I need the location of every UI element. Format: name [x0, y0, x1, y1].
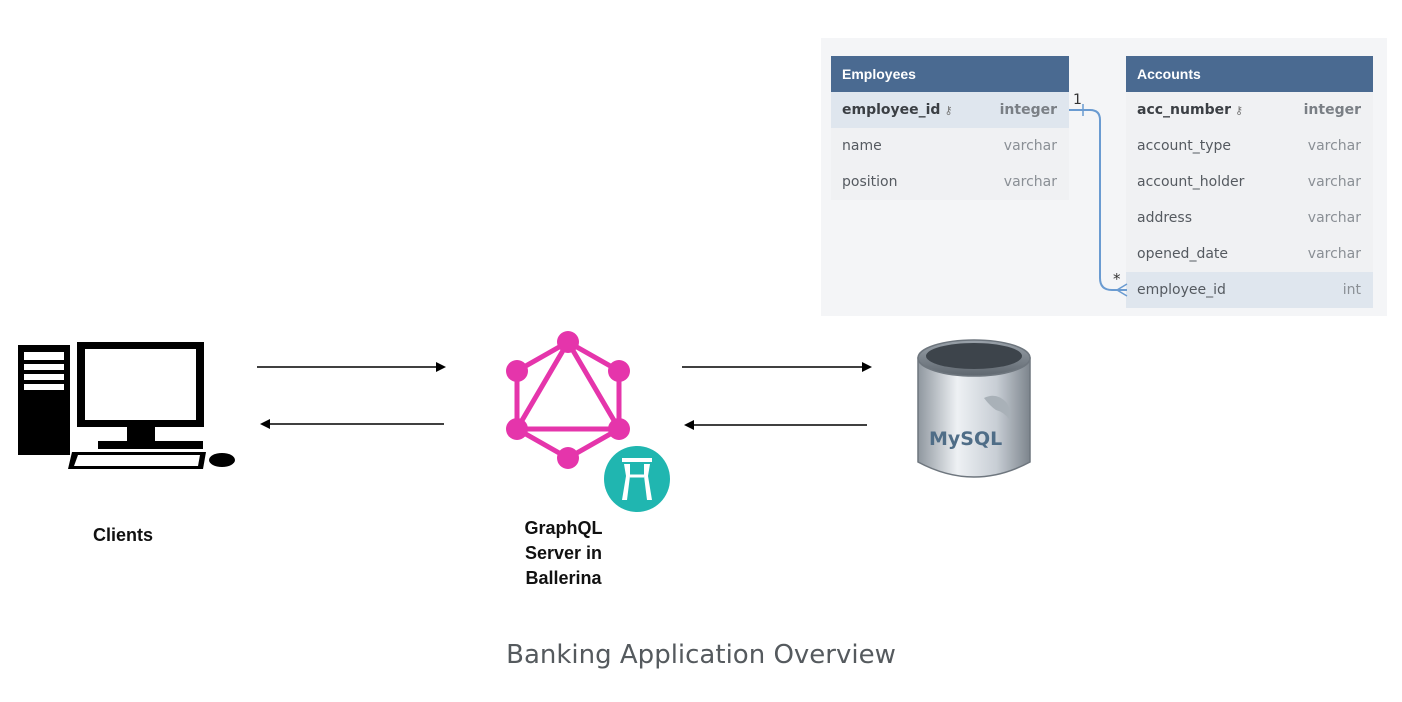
employees-col-name: name [842, 138, 882, 154]
accounts-row-acc-number: acc_number ⚷ integer [1126, 92, 1373, 128]
cardinality-one: 1 [1073, 92, 1082, 108]
employees-col-type: varchar [1003, 174, 1057, 190]
request-arrow-server-to-db [682, 362, 872, 372]
mysql-logo-text: MySQL [929, 428, 1002, 450]
accounts-col-name: employee_id [1137, 282, 1226, 298]
accounts-col-name: acc_number [1137, 102, 1231, 118]
server-label-line: Ballerina [525, 568, 602, 588]
accounts-row-address: address varchar [1126, 200, 1373, 236]
key-icon: ⚷ [944, 104, 953, 117]
employees-row-employee-id: employee_id⚷ integer [831, 92, 1069, 128]
employees-table: Employees employee_id⚷ integer name varc… [831, 56, 1069, 200]
accounts-row-employee-id: employee_id int [1126, 272, 1373, 308]
mysql-database-icon: MySQL [917, 339, 1031, 478]
crowfoot-marker [1115, 283, 1128, 297]
cardinality-many: * [1113, 270, 1121, 288]
computer-icon [18, 342, 235, 469]
employees-row-position: position varchar [831, 164, 1069, 200]
accounts-col-name: account_holder [1137, 174, 1245, 190]
accounts-col-name: opened_date [1137, 246, 1229, 262]
server-label-line: GraphQL [524, 518, 603, 538]
accounts-row-account-holder: account_holder varchar [1126, 164, 1373, 200]
accounts-table: Accounts acc_number ⚷ integer account_typ… [1126, 56, 1373, 308]
accounts-col-type: int [1342, 282, 1361, 298]
figure-caption: Banking Application Overview [506, 640, 896, 670]
server-label: GraphQL Server in Ballerina [496, 516, 631, 591]
relation-line [1069, 109, 1127, 291]
employees-col-type: varchar [1003, 138, 1057, 154]
employees-col-type: integer [999, 102, 1057, 118]
employees-col-name: position [842, 174, 898, 190]
employees-row-name: name varchar [831, 128, 1069, 164]
key-icon: ⚷ [1235, 104, 1244, 117]
employees-col-name: employee_id [842, 102, 941, 118]
accounts-row-account-type: account_type varchar [1126, 128, 1373, 164]
response-arrow-db-to-server [684, 420, 867, 430]
ballerina-icon [604, 446, 670, 512]
graphql-icon [506, 331, 630, 469]
accounts-row-opened-date: opened_date varchar [1126, 236, 1373, 272]
accounts-table-title: Accounts [1126, 56, 1373, 92]
accounts-col-type: varchar [1307, 246, 1361, 262]
accounts-col-type: varchar [1307, 210, 1361, 226]
accounts-col-name: account_type [1137, 138, 1232, 154]
clients-label: Clients [92, 525, 153, 545]
accounts-col-type: integer [1303, 102, 1361, 118]
request-arrow-clients-to-server [257, 362, 446, 372]
server-label-line: Server in [524, 543, 603, 563]
accounts-col-type: varchar [1307, 138, 1361, 154]
accounts-col-type: varchar [1307, 174, 1361, 190]
accounts-col-name: address [1137, 210, 1193, 226]
response-arrow-server-to-clients [260, 419, 444, 429]
er-diagram-panel: Employees employee_id⚷ integer name varc… [821, 38, 1387, 316]
employees-table-title: Employees [831, 56, 1069, 92]
